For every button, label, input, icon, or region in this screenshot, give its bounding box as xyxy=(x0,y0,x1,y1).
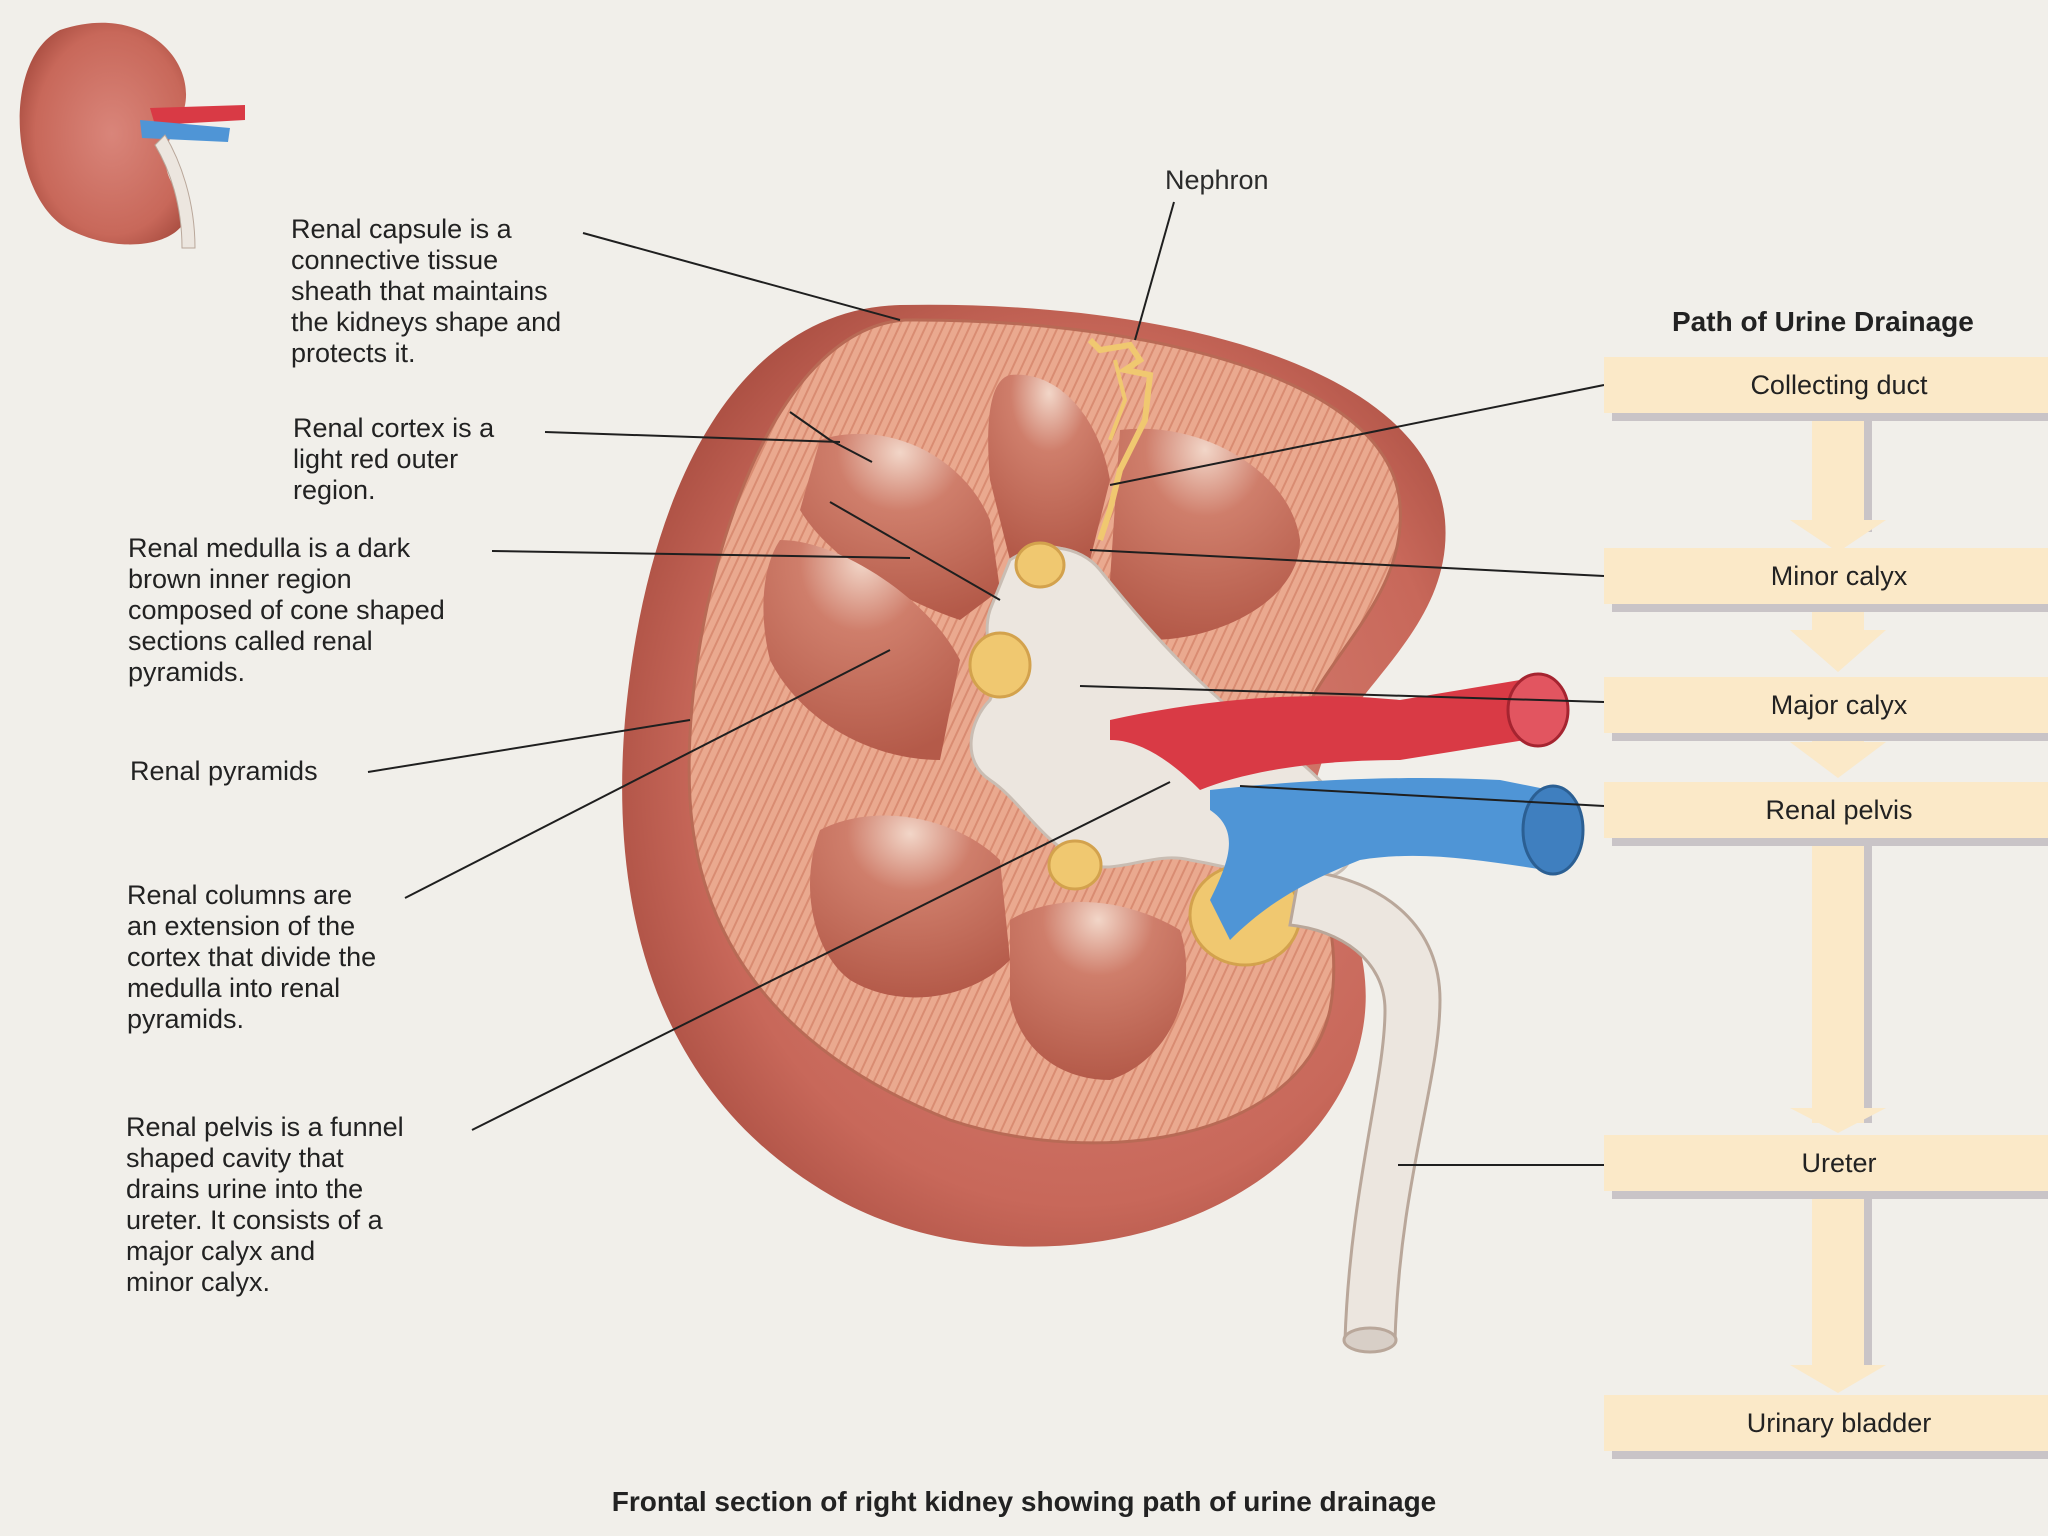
flow-step-collecting-duct: Collecting duct xyxy=(1604,357,2048,413)
flow-step-major-calyx: Major calyx xyxy=(1604,677,2048,733)
renal-pelvis-label: Renal pelvis is a funnel shaped cavity t… xyxy=(126,1112,404,1297)
flow-step-minor-calyx: Minor calyx xyxy=(1604,548,2048,604)
renal-capsule-label: Renal capsule is a connective tissue she… xyxy=(291,214,562,368)
flow-step-urinary-bladder: Urinary bladder xyxy=(1604,1395,2048,1451)
renal-cortex-label: Renal cortex is a light red outer region… xyxy=(293,413,495,505)
leader-lines xyxy=(367,201,1605,1166)
renal-medulla-label: Renal medulla is a dark brown inner regi… xyxy=(128,533,445,687)
flow-title: Path of Urine Drainage xyxy=(1672,306,1974,337)
kidney-section xyxy=(622,304,1585,1354)
renal-columns-label: Renal columns are an extension of the co… xyxy=(127,880,377,1034)
renal-pyramids-label: Renal pyramids xyxy=(130,756,318,786)
figure-caption: Frontal section of right kidney showing … xyxy=(611,1486,1437,1517)
flow-step-ureter: Ureter xyxy=(1604,1135,2048,1191)
flow-arrows xyxy=(1790,412,1886,1393)
kidney-thumbnail xyxy=(19,22,245,249)
nephron-label: Nephron xyxy=(1165,165,1269,195)
flow-step-renal-pelvis: Renal pelvis xyxy=(1604,782,2048,838)
